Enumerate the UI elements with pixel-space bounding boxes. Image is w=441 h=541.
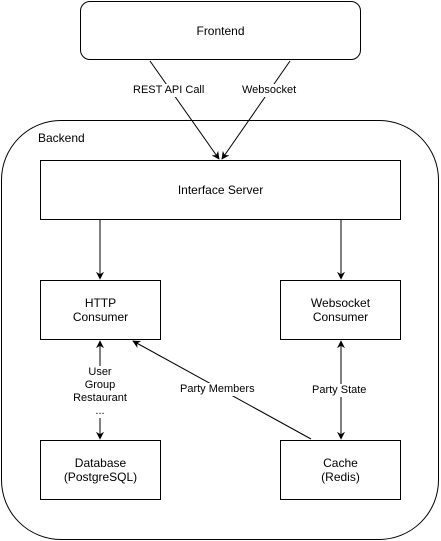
db-item-group: Group — [84, 379, 116, 391]
db-item-more: ... — [95, 405, 105, 417]
backend-label: Backend — [38, 131, 85, 145]
database-label-line2: (PostgreSQL) — [63, 470, 138, 484]
database-label-line1: Database — [74, 456, 127, 470]
edge-label-rest-api-call: REST API Call — [133, 84, 205, 97]
http-consumer-node: HTTP Consumer — [40, 280, 161, 340]
websocket-consumer-label-line2: Consumer — [312, 310, 369, 324]
database-node: Database (PostgreSQL) — [40, 440, 161, 500]
http-consumer-label-line2: Consumer — [72, 310, 129, 324]
edge-label-db-items: User Group Restaurant ... — [72, 366, 128, 418]
websocket-consumer-node: Websocket Consumer — [280, 280, 401, 340]
edge-label-websocket: Websocket — [242, 84, 297, 97]
cache-node: Cache (Redis) — [280, 440, 401, 500]
frontend-node: Frontend — [80, 1, 361, 60]
db-item-user: User — [88, 366, 112, 378]
websocket-consumer-label-line1: Websocket — [310, 296, 371, 310]
interface-server-node: Interface Server — [40, 160, 401, 220]
cache-label-line1: Cache — [323, 456, 358, 470]
frontend-label: Frontend — [196, 23, 245, 38]
edge-label-party-state: Party State — [312, 384, 367, 397]
db-item-restaurant: Restaurant — [73, 392, 127, 404]
interface-server-label: Interface Server — [177, 183, 264, 197]
edge-label-party-members: Party Members — [180, 383, 255, 396]
cache-label-line2: (Redis) — [321, 470, 360, 484]
http-consumer-label-line1: HTTP — [84, 296, 117, 310]
